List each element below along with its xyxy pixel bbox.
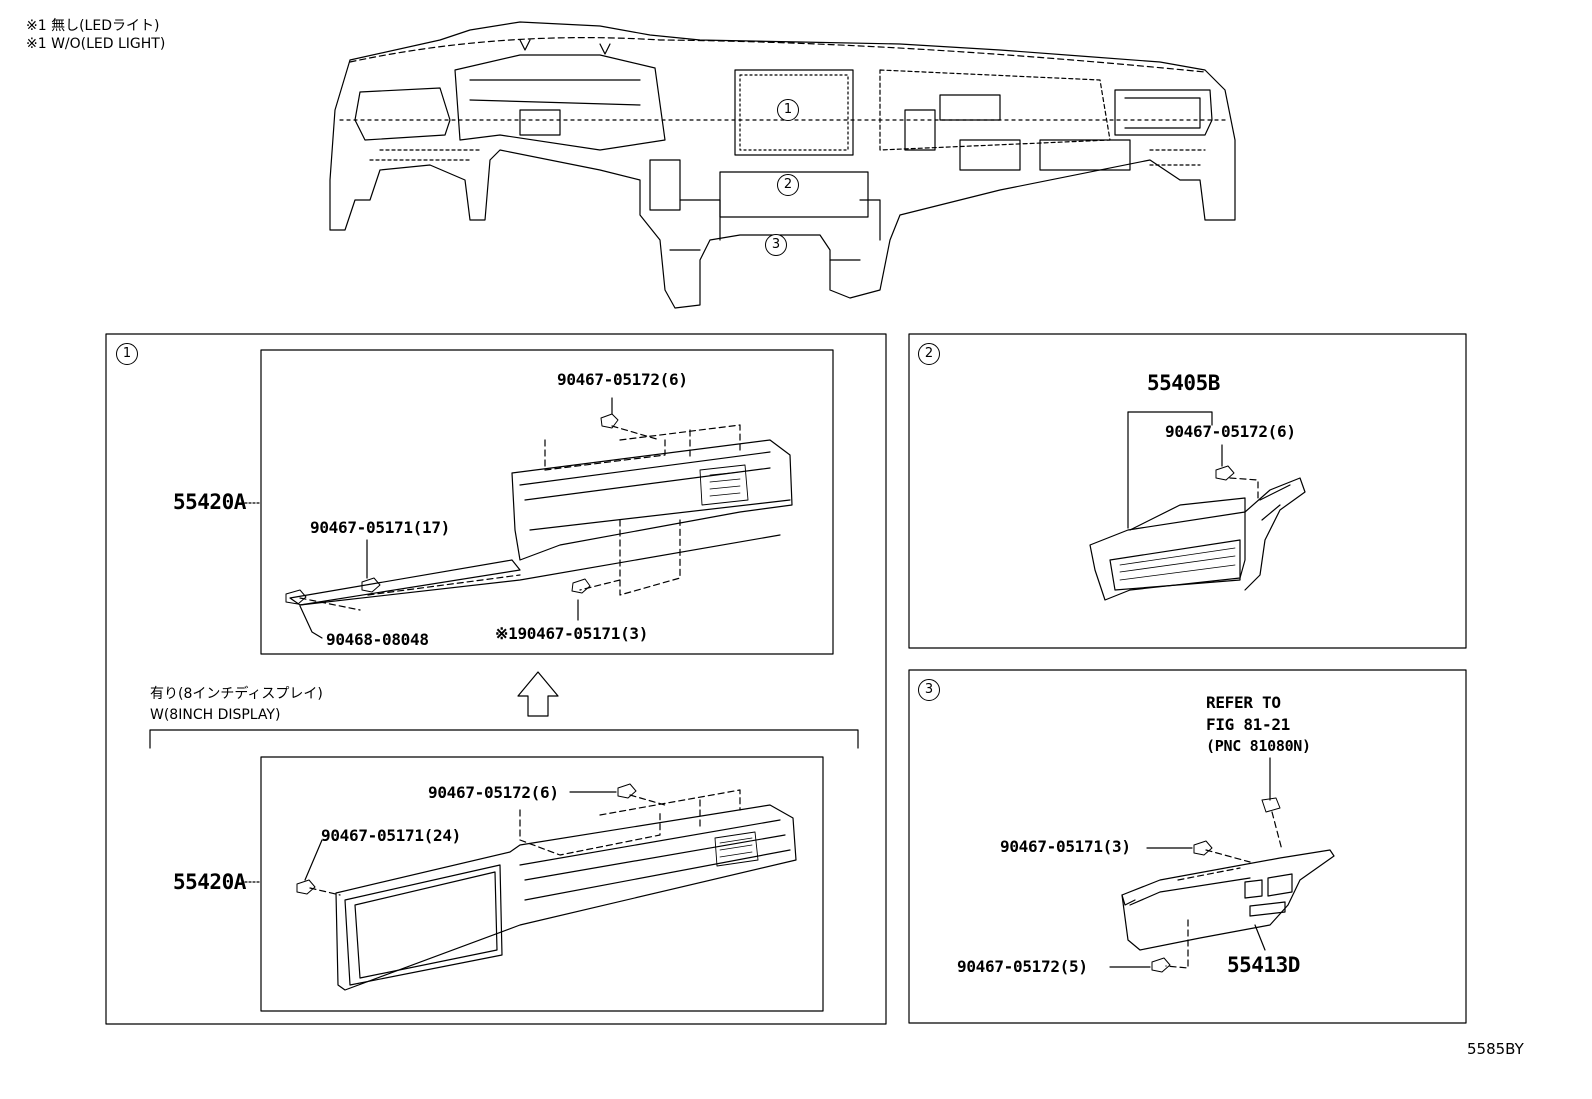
p1u-clip-b-label: 90467-05171(17) bbox=[310, 518, 450, 537]
p3-refer-line-1: REFER TO bbox=[1206, 693, 1281, 712]
p3-refer-line-3: (PNC 81080N) bbox=[1206, 737, 1311, 755]
p1l-part-main-label: 55420A bbox=[173, 870, 246, 894]
panel1-lower-trim bbox=[309, 789, 797, 991]
panel2-part bbox=[1089, 411, 1306, 601]
overview-callout-1: 1 bbox=[777, 99, 799, 121]
figure-code: 5585BY bbox=[1467, 1040, 1524, 1058]
note-en: ※1 W/O(LED LIGHT) bbox=[26, 36, 166, 52]
note-jp: ※1 無し(LEDライト) bbox=[26, 18, 160, 34]
p1u-part-main-label: 55420A bbox=[173, 490, 246, 514]
panel1-upper-trim bbox=[289, 424, 793, 611]
overview-callout-3: 3 bbox=[765, 234, 787, 256]
panel-2-number: 2 bbox=[918, 343, 940, 365]
panel1-upper-clips bbox=[285, 413, 619, 605]
panel-3-frame bbox=[908, 669, 1467, 1024]
p2-part-main-label: 55405B bbox=[1147, 371, 1220, 395]
p1l-clip-b-label: 90467-05171(24) bbox=[321, 826, 461, 845]
variant-caption-jp: 有り(8インチディスプレイ) bbox=[150, 686, 323, 702]
p3-clip-a-label: 90467-05171(3) bbox=[1000, 837, 1131, 856]
p1u-clip-c-label: 90468-08048 bbox=[326, 630, 429, 649]
p1u-clip-d-label: ※190467-05171(3) bbox=[495, 624, 649, 643]
p3-clip-b-label: 90467-05172(5) bbox=[957, 957, 1088, 976]
p2-clip-a-label: 90467-05172(6) bbox=[1165, 422, 1296, 441]
panel3-part bbox=[1109, 757, 1335, 973]
p3-refer-line-2: FIG 81-21 bbox=[1206, 715, 1290, 734]
upgrade-arrow bbox=[517, 671, 559, 717]
p1u-clip-a-label: 90467-05172(6) bbox=[557, 370, 688, 389]
panel-2-frame bbox=[908, 333, 1467, 649]
overview-callout-2: 2 bbox=[777, 174, 799, 196]
panel-1-frame bbox=[105, 333, 887, 1025]
instrument-panel-overview bbox=[329, 21, 1236, 309]
p1l-clip-a-label: 90467-05172(6) bbox=[428, 783, 559, 802]
variant-caption-en: W(8INCH DISPLAY) bbox=[150, 707, 281, 723]
panel-1-number: 1 bbox=[116, 343, 138, 365]
p3-part-main-label: 55413D bbox=[1227, 953, 1300, 977]
panel-3-number: 3 bbox=[918, 679, 940, 701]
